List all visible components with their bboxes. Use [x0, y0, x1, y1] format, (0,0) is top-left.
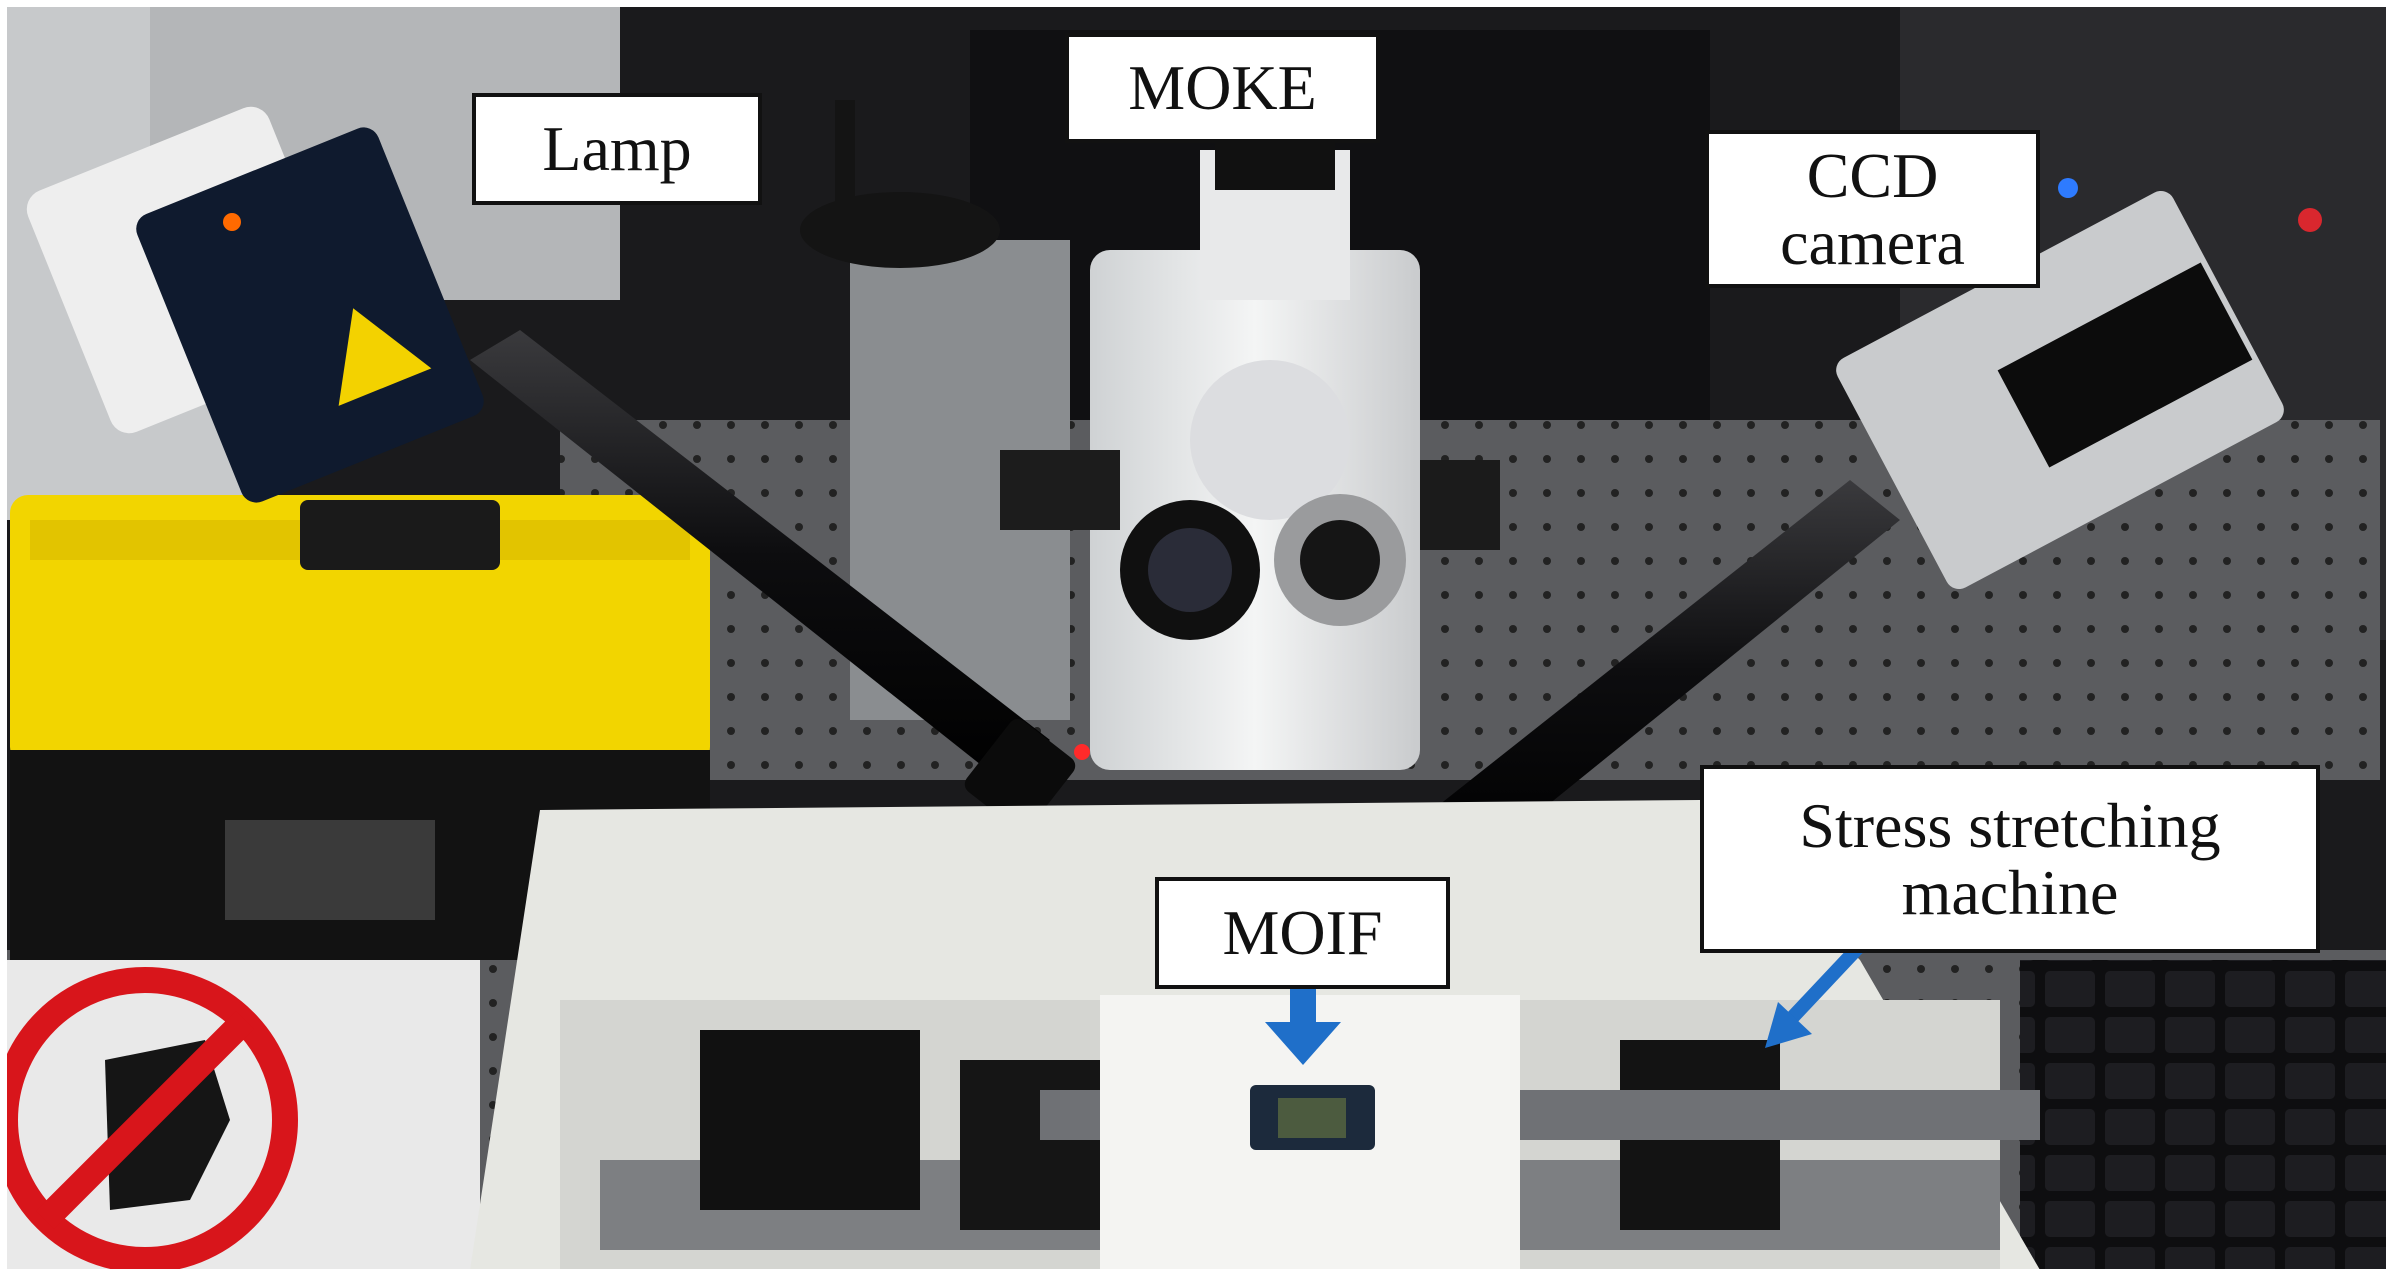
lamp-label: Lamp — [472, 93, 762, 205]
lamp-tube — [470, 330, 1076, 832]
ccd-label-line1: CCD — [1806, 139, 1939, 211]
keyboard — [2020, 960, 2393, 1276]
ccd-camera — [1836, 190, 2322, 590]
arrow-down-icon — [1265, 985, 1341, 1065]
stress-label-line2: machine — [1901, 857, 2119, 928]
moke-label: MOKE — [1065, 33, 1380, 143]
stress-label-line1: Stress stretching — [1799, 789, 2221, 861]
laser-warning-icon — [338, 308, 432, 406]
moke-label-text: MOKE — [1128, 52, 1317, 124]
no-touch-sign-icon — [0, 960, 480, 1276]
blue-led — [2058, 178, 2078, 198]
stress-stretching-machine — [470, 800, 2040, 1276]
moif-label: MOIF — [1155, 877, 1450, 989]
ccd-camera-label: CCD camera — [1705, 130, 2040, 288]
lamp-label-text: Lamp — [542, 113, 692, 185]
stress-stretching-machine-label: Stress stretching machine — [1700, 765, 2320, 953]
moif-label-text: MOIF — [1222, 897, 1383, 969]
yellow-toolbox — [10, 495, 710, 960]
lamp-housing — [26, 106, 484, 503]
ccd-label-line2: camera — [1780, 207, 1965, 278]
ccd-tube — [1420, 480, 1900, 860]
